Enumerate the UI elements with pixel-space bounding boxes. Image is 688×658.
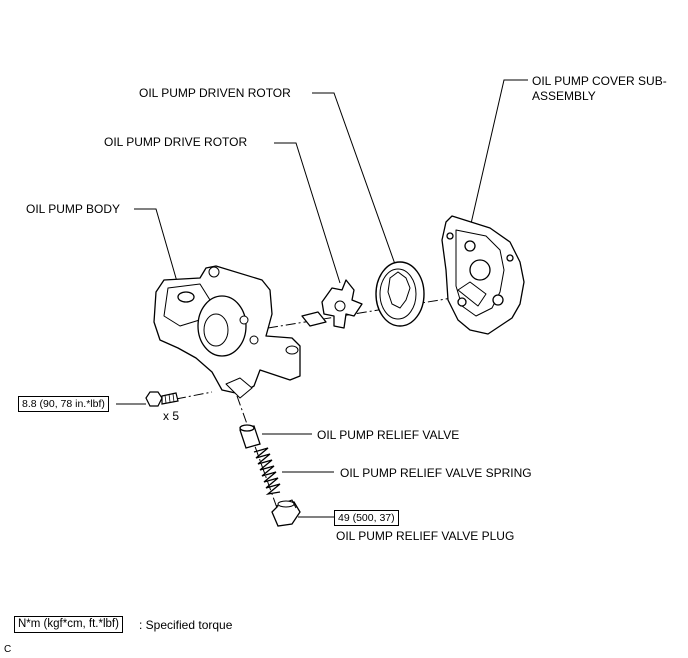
torque-box-bolt: 8.8 (90, 78 in.*lbf): [18, 396, 109, 412]
label-oil-pump-driven-rotor: OIL PUMP DRIVEN ROTOR: [139, 86, 291, 100]
leader-drive-rotor: [274, 142, 341, 284]
legend-description: : Specified torque: [139, 618, 233, 632]
relief-centerline: [236, 395, 283, 523]
oil-pump-cover-sub-assembly: [441, 215, 525, 335]
torque-box-plug: 49 (500, 37): [334, 510, 399, 526]
leader-oil-pump-body: [134, 208, 181, 293]
legend-torque-unit-box: N*m (kgf*cm, ft.*lbf): [14, 616, 123, 633]
mounting-bolt: [145, 391, 179, 407]
label-oil-pump-cover-sub-assembly-line2: ASSEMBLY: [532, 89, 596, 103]
label-oil-pump-drive-rotor: OIL PUMP DRIVE ROTOR: [104, 135, 248, 149]
oil-pump-drive-rotor: [301, 279, 363, 329]
oil-pump-relief-valve-plug: [271, 499, 301, 527]
oil-pump-relief-valve-spring: [253, 447, 281, 496]
figure-code: C: [4, 644, 12, 655]
oil-pump-relief-valve: [239, 424, 261, 449]
bolt-centerline: [175, 391, 213, 400]
label-oil-pump-body: OIL PUMP BODY: [26, 202, 121, 216]
label-oil-pump-relief-valve-plug: OIL PUMP RELIEF VALVE PLUG: [336, 529, 515, 543]
leader-driven-rotor: [312, 92, 397, 268]
oil-pump-body: [153, 265, 301, 399]
bolt-quantity: x 5: [163, 409, 180, 423]
axis-centerline: [267, 297, 453, 329]
oil-pump-driven-rotor: [375, 261, 425, 327]
label-oil-pump-relief-valve-spring: OIL PUMP RELIEF VALVE SPRING: [340, 466, 532, 480]
leader-cover-sub-assembly: [469, 79, 528, 229]
label-oil-pump-cover-sub-assembly-line1: OIL PUMP COVER SUB-: [532, 74, 667, 88]
label-oil-pump-relief-valve: OIL PUMP RELIEF VALVE: [317, 428, 460, 442]
